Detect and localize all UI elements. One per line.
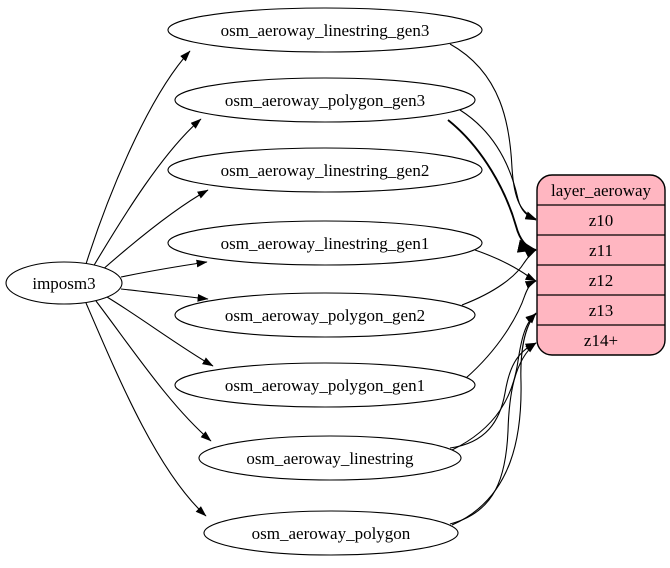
table-node-linestring_gen3: osm_aeroway_linestring_gen3 (167, 7, 483, 53)
layer-title: layer_aeroway (551, 181, 652, 200)
layer-row-z13: z13 (589, 301, 614, 320)
source-node-imposm3: imposm3 (5, 261, 123, 305)
table-node-shape (167, 147, 483, 193)
edge-imposm3-linestring_gen3 (85, 50, 191, 265)
table-node-label: osm_aeroway_linestring_gen1 (221, 234, 430, 253)
table-node-label: osm_aeroway_polygon_gen1 (225, 376, 425, 395)
edge-imposm3-polygon_gen2 (120, 288, 209, 302)
table-node-shape (174, 362, 476, 408)
table-node-shape (167, 7, 483, 53)
edge-linestring-z13 (451, 313, 537, 451)
table-node-polygon_gen1: osm_aeroway_polygon_gen1 (174, 362, 476, 408)
edge-linestring_gen2-z11 (447, 119, 537, 253)
edges-from-source (85, 50, 214, 517)
layer-row-z11: z11 (589, 241, 613, 260)
layer-row-z12: z12 (589, 271, 614, 290)
edge-polygon-z14 (449, 342, 537, 525)
edge-imposm3-polygon (85, 302, 207, 517)
table-node-label: osm_aeroway_polygon_gen3 (225, 91, 425, 110)
edge-imposm3-polygon_gen3 (92, 118, 202, 268)
layer-row-z14: z14+ (584, 331, 618, 350)
table-node-polygon_gen3: osm_aeroway_polygon_gen3 (174, 77, 476, 123)
edge-linestring-z14 (449, 342, 537, 449)
table-node-label: osm_aeroway_polygon_gen2 (225, 306, 425, 325)
table-node-label: osm_aeroway_polygon (252, 524, 411, 543)
table-node-label: osm_aeroway_linestring (246, 449, 414, 468)
edge-polygon_gen3-z10 (459, 109, 537, 221)
table-node-linestring: osm_aeroway_linestring (198, 435, 462, 481)
table-node-polygon: osm_aeroway_polygon (203, 510, 459, 556)
table-node-shape (203, 510, 459, 556)
edge-imposm3-linestring (95, 300, 212, 442)
table-node-label: osm_aeroway_linestring_gen3 (221, 21, 430, 40)
layer-row-z10: z10 (589, 211, 614, 230)
edge-imposm3-linestring_gen1 (120, 259, 208, 278)
edge-linestring_gen3-z10 (449, 43, 537, 220)
table-node-polygon_gen2: osm_aeroway_polygon_gen2 (174, 292, 476, 338)
table-node-shape (174, 77, 476, 123)
edge-polygon_gen1-z12 (465, 280, 537, 379)
table-node-shape (174, 292, 476, 338)
source-node-shape (5, 261, 123, 305)
table-node-shape (167, 220, 483, 266)
layer-node-aeroway: layer_aeroway z10 z11 z12 z13 z14+ (536, 174, 666, 356)
table-node-linestring_gen2: osm_aeroway_linestring_gen2 (167, 147, 483, 193)
table-node-shape (198, 435, 462, 481)
table-node-linestring_gen1: osm_aeroway_linestring_gen1 (167, 220, 483, 266)
edge-linestring_gen1-z12 (474, 249, 537, 282)
edges-to-layer (447, 43, 537, 526)
source-node-label: imposm3 (32, 274, 95, 293)
table-node-label: osm_aeroway_linestring_gen2 (221, 161, 430, 180)
edge-imposm3-linestring_gen2 (100, 189, 209, 272)
edge-polygon_gen2-z11 (461, 249, 537, 306)
edge-polygon-z13 (451, 312, 537, 526)
edge-imposm3-polygon_gen1 (106, 296, 214, 367)
